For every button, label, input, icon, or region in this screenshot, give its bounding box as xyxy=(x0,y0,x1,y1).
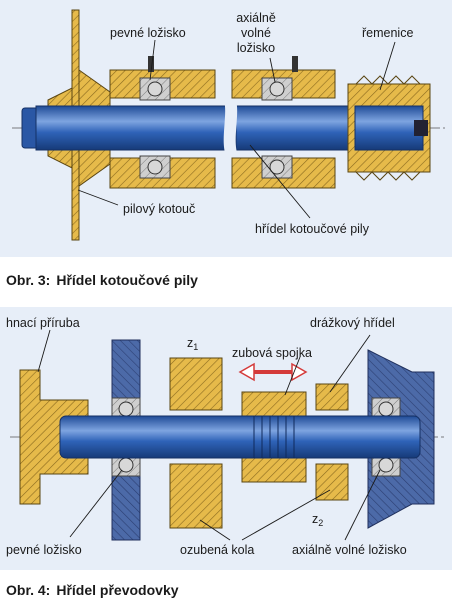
label-tooth-coupling: zubová spojka xyxy=(232,346,312,360)
gear-z1-bottom xyxy=(169,463,223,529)
pulley-grooves-bottom xyxy=(355,171,421,181)
shaft-pulley-end xyxy=(354,105,424,151)
axial-free-bearing-4-ball-top xyxy=(378,401,394,417)
gear-z1-top xyxy=(169,357,223,411)
figure-3-caption-number: Obr. 3: xyxy=(6,272,51,288)
saw-shaft-drawing xyxy=(12,9,445,241)
label-saw-blade: pilový kotouč xyxy=(123,202,195,216)
figure-4-caption-number: Obr. 4: xyxy=(6,582,51,598)
label-gear-z2: z2 xyxy=(312,512,323,528)
figure-4-caption-title: Hřídel převodovky xyxy=(56,582,179,598)
shaft-left xyxy=(35,105,227,151)
shift-arrow-left-head xyxy=(238,362,255,382)
label-gears: ozubená kola xyxy=(180,543,254,557)
label-splined-shaft: drážkový hřídel xyxy=(310,316,395,330)
label-fixed-bearing-bottom: pevné ložisko xyxy=(6,543,82,557)
fixed-bearing-ball-top xyxy=(147,81,163,97)
label-saw-shaft: hřídel kotoučové pily xyxy=(255,222,370,236)
label-fixed-bearing-top: pevné ložisko xyxy=(110,26,186,40)
drive-flange xyxy=(19,369,89,505)
axial-free-bearing-4-ball-bottom xyxy=(378,457,394,473)
label-axial-line1: axiálně xyxy=(236,11,276,25)
axial-free-bearing-ball-bottom xyxy=(269,159,285,175)
label-gear-z2-subscript: 2 xyxy=(318,518,323,528)
label-gear-z2-letter: z xyxy=(312,512,318,526)
gear-z2-bottom xyxy=(315,463,349,501)
shaft-break xyxy=(223,100,238,156)
grease-nipple-right xyxy=(292,56,298,72)
pulley-screw xyxy=(414,120,428,136)
label-axial-free-bearing: axiálně volné ložisko xyxy=(292,543,407,557)
figure-3-leaders xyxy=(77,39,396,219)
figure-4-caption: Obr. 4: Hřídel převodovky xyxy=(6,582,179,598)
fixed-bearing-4-ball-top xyxy=(118,401,134,417)
label-axial-line2: volné xyxy=(241,26,271,40)
left-housing-bottom-4 xyxy=(111,473,141,541)
left-housing-top-4 xyxy=(111,339,141,401)
figure-4-leaders xyxy=(37,329,381,541)
axial-free-bearing-ball-top xyxy=(269,81,285,97)
label-drive-flange: hnací příruba xyxy=(6,316,80,330)
gearbox-shaft-drawing xyxy=(10,329,446,541)
label-gear-z1-subscript: 1 xyxy=(193,342,198,352)
shaft-splines xyxy=(253,416,295,458)
label-pulley: řemenice xyxy=(362,26,413,40)
figure-3-caption-title: Hřídel kotoučové pily xyxy=(56,272,198,288)
label-gear-z1: z1 xyxy=(187,336,198,352)
gearbox-shaft xyxy=(59,415,421,459)
label-axial-line3: ložisko xyxy=(237,41,275,55)
pulley-grooves-top xyxy=(355,75,421,85)
gear-z2-top xyxy=(315,383,349,411)
fixed-bearing-4-ball-bottom xyxy=(118,457,134,473)
label-gear-z1-letter: z xyxy=(187,336,193,350)
fixed-bearing-ball-bottom xyxy=(147,159,163,175)
figure-3-caption: Obr. 3: Hřídel kotoučové pily xyxy=(6,272,198,288)
